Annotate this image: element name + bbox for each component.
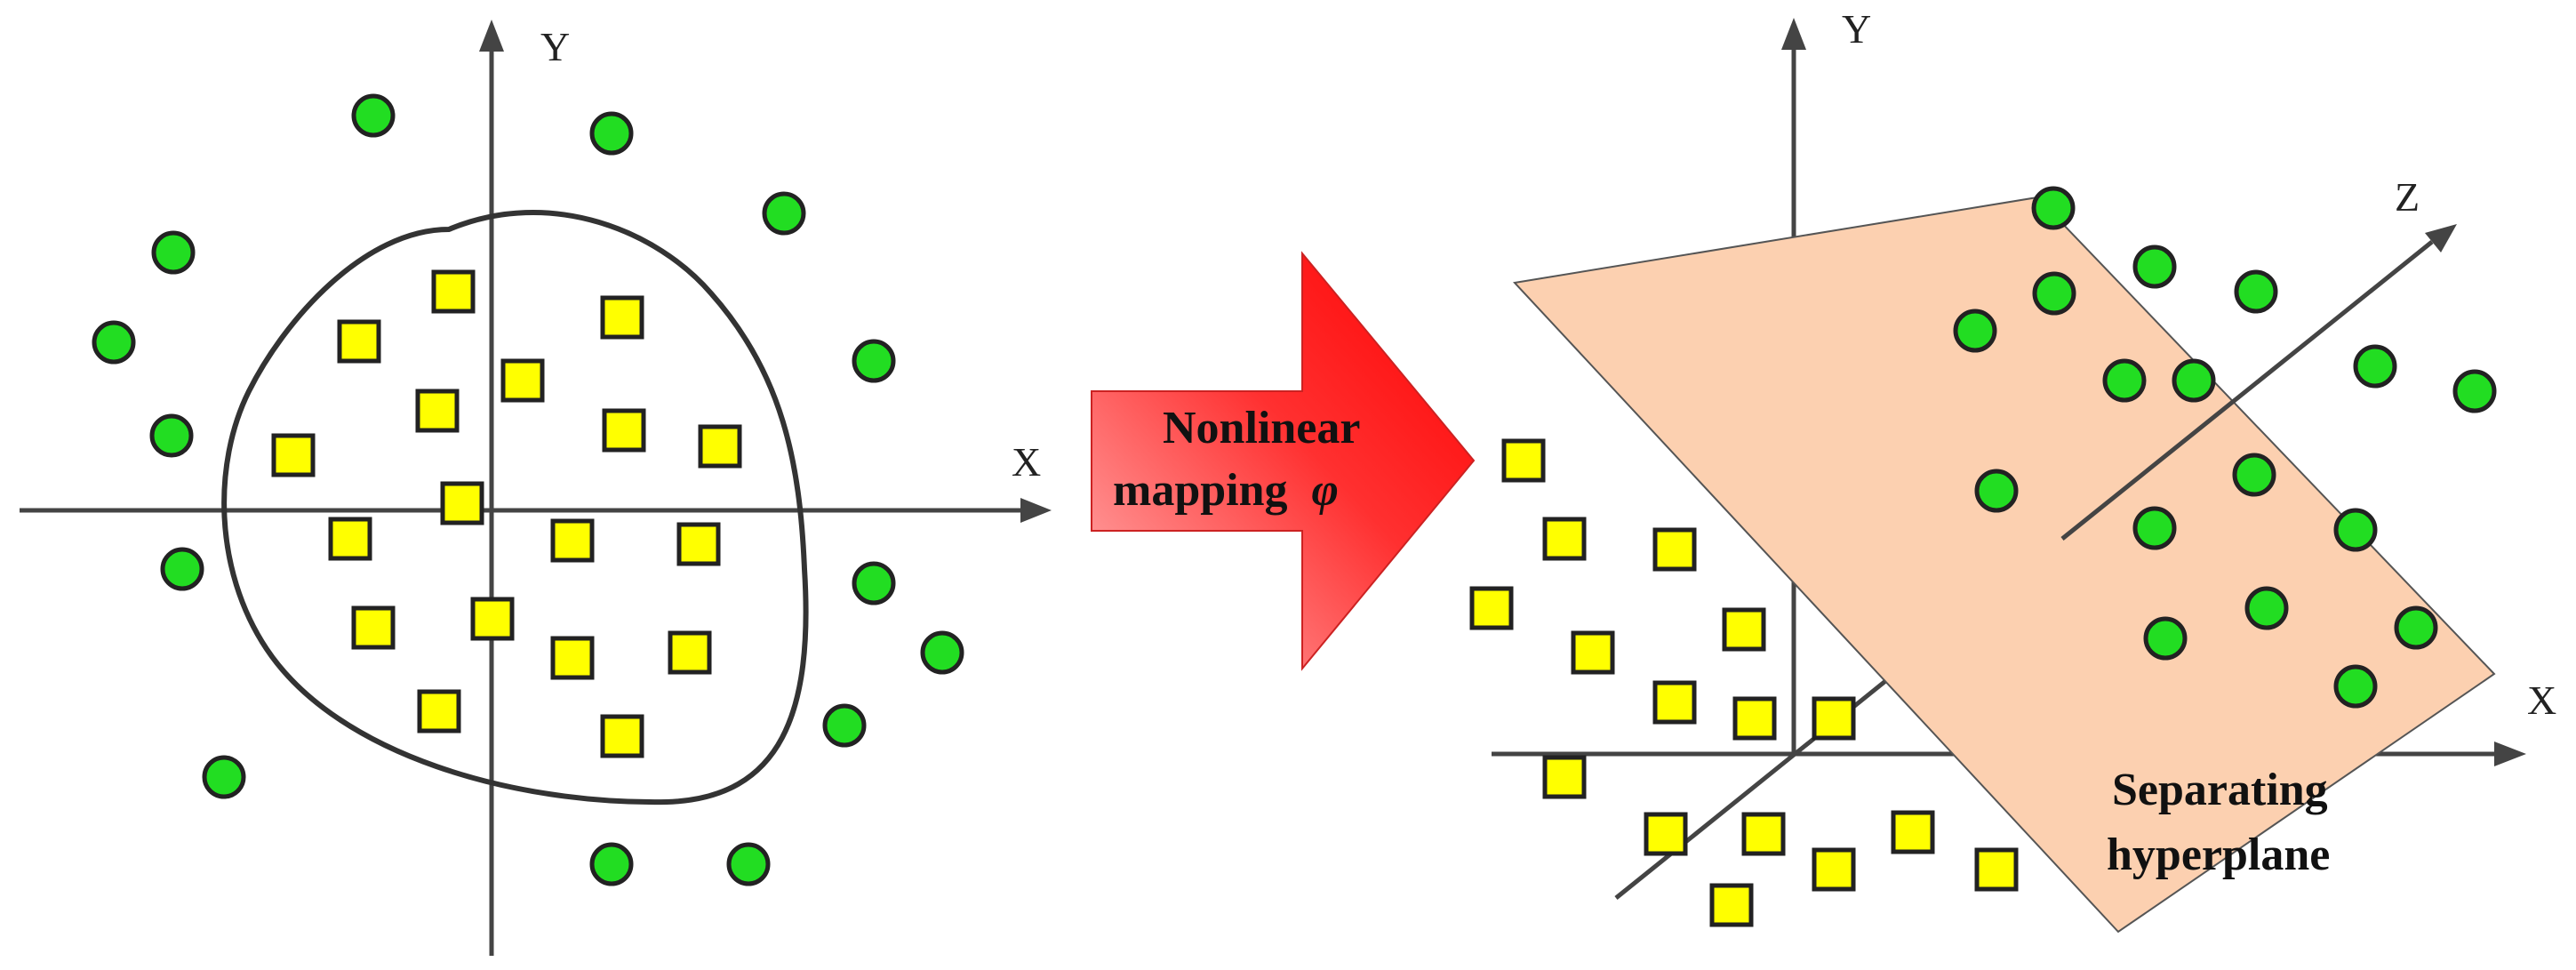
right-yellow-square-8 <box>1732 696 1777 741</box>
mapping-arrow-shape <box>1091 251 1476 671</box>
left-yellow-square-5 <box>415 389 460 433</box>
left-green-circle-14 <box>726 842 771 886</box>
left-green-circle-9 <box>852 561 896 605</box>
left-yellow-square-6 <box>602 408 646 453</box>
right-yellow-square-14 <box>1812 847 1856 892</box>
hyperplane-label-line2: hyperplane <box>2107 830 2330 880</box>
right-yellow-square-3 <box>1652 527 1697 572</box>
nonlinear-decision-boundary <box>221 210 809 806</box>
left-green-circle-1 <box>351 93 396 138</box>
left-y-axis-label: Y <box>540 24 570 69</box>
left-yellow-square-8 <box>271 433 316 477</box>
right-circle-group <box>1953 186 2497 709</box>
separating-hyperplane <box>1512 196 2496 934</box>
left-yellow-square-3 <box>337 319 381 364</box>
left-green-circle-8 <box>160 547 204 591</box>
right-yellow-square-6 <box>1571 630 1615 675</box>
right-x-axis-label: X <box>2527 677 2556 723</box>
right-z-axis-label: Z <box>2395 174 2420 220</box>
right-x-axis-arrowhead <box>2494 742 2526 766</box>
left-green-circle-13 <box>589 842 634 886</box>
hyperplane-label-line1: Separating <box>2112 765 2328 815</box>
left-yellow-square-13 <box>470 597 515 641</box>
mapping-arrow-line2: mapping φ <box>1113 465 1339 516</box>
right-green-circle-12 <box>2132 506 2177 550</box>
left-green-circle-12 <box>202 755 246 799</box>
right-yellow-square-15 <box>1974 847 2019 892</box>
left-green-circle-7 <box>149 413 194 458</box>
right-yellow-square-9 <box>1812 696 1856 741</box>
right-yellow-square-7 <box>1652 680 1697 725</box>
right-green-circle-4 <box>2032 271 2076 316</box>
right-green-circle-6 <box>2102 358 2147 403</box>
left-green-circle-5 <box>92 320 136 365</box>
right-yellow-square-12 <box>1741 812 1786 856</box>
right-green-circle-2 <box>2132 245 2177 289</box>
right-green-circle-8 <box>2353 344 2397 389</box>
left-green-circle-11 <box>822 703 867 748</box>
right-yellow-square-5 <box>1722 607 1766 652</box>
left-green-circle-3 <box>762 191 806 236</box>
right-green-circle-3 <box>2234 269 2278 314</box>
right-z-axis-upper <box>2060 240 2434 541</box>
left-square-group <box>271 269 742 758</box>
left-yellow-square-15 <box>550 636 595 680</box>
left-yellow-square-17 <box>417 689 461 734</box>
right-y-axis-arrowhead <box>1781 18 1806 50</box>
right-green-circle-11 <box>2232 453 2276 497</box>
left-yellow-square-11 <box>550 518 595 563</box>
right-green-circle-1 <box>2031 186 2076 230</box>
mapping-arrow-word: mapping <box>1113 465 1288 516</box>
right-green-circle-15 <box>2244 586 2289 630</box>
right-yellow-square-16 <box>1709 883 1754 927</box>
left-yellow-square-16 <box>668 630 712 675</box>
left-green-circle-10 <box>920 630 964 675</box>
left-green-circle-6 <box>852 339 896 383</box>
right-yellow-square-1 <box>1501 438 1546 483</box>
left-yellow-square-18 <box>600 714 644 758</box>
mapping-arrow-phi: φ <box>1312 465 1339 516</box>
mapping-arrow-line1: Nonlinear <box>1163 403 1360 453</box>
right-z-axis-arrowhead <box>2425 224 2457 253</box>
left-green-circle-2 <box>589 111 634 156</box>
right-yellow-square-10 <box>1542 755 1587 799</box>
left-circle-group <box>92 93 964 886</box>
right-green-circle-10 <box>1974 469 2019 513</box>
right-panel: Y X Z Separating hyperplane <box>1469 6 2556 934</box>
right-square-group <box>1469 438 2019 927</box>
left-yellow-square-12 <box>676 522 721 566</box>
left-yellow-square-10 <box>328 517 372 561</box>
left-green-circle-4 <box>151 230 196 275</box>
left-y-axis-arrowhead <box>479 20 504 52</box>
right-green-circle-13 <box>2333 508 2378 552</box>
right-green-circle-5 <box>1953 309 1997 353</box>
left-yellow-square-7 <box>698 424 742 469</box>
right-yellow-square-11 <box>1644 812 1688 856</box>
mapping-arrow: Nonlinear mapping φ <box>1091 251 1476 671</box>
right-yellow-square-2 <box>1542 517 1587 561</box>
left-yellow-square-2 <box>600 295 644 340</box>
right-green-circle-16 <box>2394 605 2438 650</box>
left-yellow-square-14 <box>351 605 396 650</box>
left-yellow-square-1 <box>431 269 476 314</box>
right-yellow-square-4 <box>1469 586 1514 630</box>
right-green-circle-9 <box>2452 369 2497 413</box>
right-green-circle-14 <box>2143 616 2188 661</box>
right-green-circle-17 <box>2333 664 2378 709</box>
left-x-axis-label: X <box>1012 439 1041 485</box>
right-y-axis-label: Y <box>1842 6 1871 52</box>
left-yellow-square-9 <box>440 481 484 525</box>
right-green-circle-7 <box>2172 358 2216 403</box>
left-x-axis-arrowhead <box>1020 498 1052 523</box>
left-panel: X Y <box>20 20 1052 956</box>
right-yellow-square-13 <box>1891 810 1935 854</box>
left-yellow-square-4 <box>500 358 545 403</box>
